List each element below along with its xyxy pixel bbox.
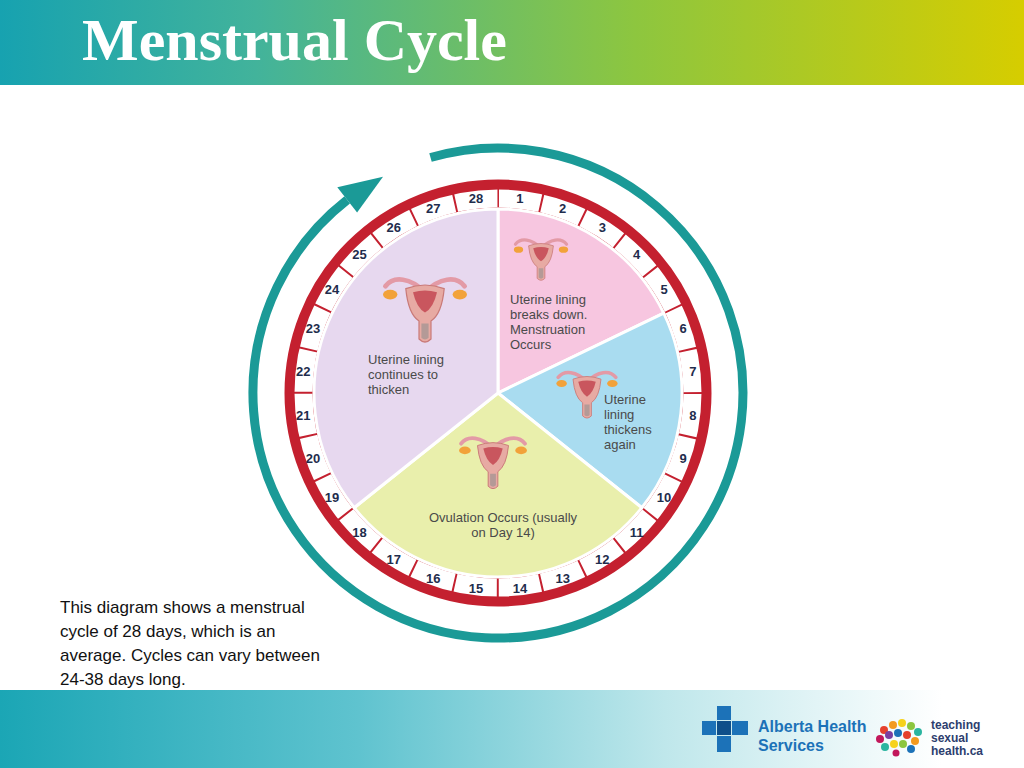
day-number: 17 — [386, 552, 400, 567]
title-text: Menstrual Cycle — [82, 4, 507, 76]
outer-ring — [290, 185, 707, 602]
cycle-arrow — [253, 148, 743, 638]
day-number: 19 — [325, 490, 339, 505]
day-number: 14 — [513, 580, 527, 595]
day-number: 16 — [426, 571, 440, 586]
day-number: 12 — [595, 552, 609, 567]
day-number: 20 — [306, 450, 320, 465]
day-number: 1 — [516, 191, 523, 206]
caption-text: This diagram shows a menstrual cycle of … — [60, 596, 335, 692]
day-number: 5 — [660, 281, 667, 296]
day-ring — [302, 197, 694, 589]
day-number: 26 — [386, 220, 400, 235]
sector-text: Ovulation Occurs (usually on Day 14) — [423, 510, 583, 540]
day-number: 23 — [306, 321, 320, 336]
sector-text: Uterine lining thickens again — [604, 392, 670, 452]
day-number: 3 — [599, 220, 606, 235]
logo-mark — [732, 721, 748, 735]
day-dividers — [302, 197, 694, 589]
phase-sector: Uterine lining continues to thicken — [286, 181, 710, 605]
day-number: 21 — [296, 407, 310, 422]
day-number: 7 — [689, 364, 696, 379]
sector-fill — [314, 209, 498, 508]
arrow-head — [337, 177, 383, 213]
day-number: 2 — [559, 201, 566, 216]
day-number: 4 — [633, 247, 640, 262]
day-number: 22 — [296, 364, 310, 379]
footer-band — [0, 690, 1024, 768]
day-number: 28 — [469, 191, 483, 206]
day-number: 25 — [352, 247, 366, 262]
logo-mark — [702, 721, 716, 735]
day-number: 9 — [679, 450, 686, 465]
logo-mark — [717, 706, 731, 720]
inner-ring — [314, 209, 682, 577]
day-number: 24 — [325, 281, 339, 296]
day-number: 15 — [469, 580, 483, 595]
logo-mark — [717, 736, 731, 752]
logo-text: Alberta Health Services — [758, 717, 888, 755]
sector-text: Uterine lining continues to thicken — [368, 352, 464, 397]
day-number: 8 — [689, 407, 696, 422]
day-number: 6 — [679, 321, 686, 336]
day-number: 11 — [630, 524, 644, 539]
day-number: 10 — [657, 490, 671, 505]
day-number: 18 — [352, 524, 366, 539]
logo-dots — [876, 719, 922, 757]
logo-text: teaching sexual health.ca — [931, 719, 991, 758]
sector-shape — [286, 181, 710, 605]
sector-text: Uterine lining breaks down. Menstruation… — [510, 292, 602, 352]
day-number: 13 — [555, 571, 569, 586]
logo-mark — [717, 721, 731, 735]
day-number: 27 — [426, 201, 440, 216]
